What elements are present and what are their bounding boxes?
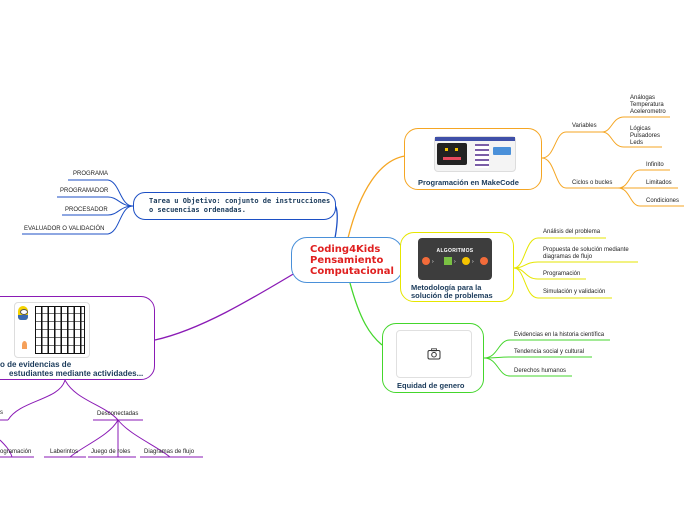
algoritmos-end-icon bbox=[480, 257, 488, 265]
equidad-image-placeholder bbox=[396, 330, 472, 378]
central-topic[interactable]: Coding4Kids Pensamiento Computacional bbox=[291, 237, 403, 283]
link-center-evidencias bbox=[154, 269, 301, 341]
tarea-title-line1: Tarea u Objetivo: conjunto de instruccio… bbox=[149, 197, 331, 205]
tarea-topic[interactable]: Tarea u Objetivo: conjunto de instruccio… bbox=[133, 192, 336, 220]
camera-icon bbox=[427, 348, 441, 360]
equidad-item-tendencia[interactable]: Tendencia social y cultural bbox=[514, 349, 585, 355]
variables-leds[interactable]: Leds bbox=[630, 140, 644, 146]
desconectadas-laberintos[interactable]: Laberintos bbox=[50, 449, 79, 455]
minion-icon bbox=[18, 306, 28, 320]
desconectadas-diagramas[interactable]: Diagramas de flujo bbox=[144, 449, 195, 455]
tarea-item-procesador[interactable]: PROCESADOR bbox=[65, 207, 108, 213]
equidad-item-historia[interactable]: Evidencias en la historia científica bbox=[514, 332, 605, 338]
makecode-block-list bbox=[475, 144, 489, 168]
central-topic-line1: Coding4Kids bbox=[310, 244, 381, 255]
variables-acelerometro[interactable]: Acelerometro bbox=[630, 109, 666, 115]
link-center-makecode bbox=[347, 155, 406, 239]
evidencias-title-line2: estudiantes mediante actividades... bbox=[9, 369, 144, 378]
metodologia-item-simulacion[interactable]: Simulación y validación bbox=[543, 289, 606, 295]
algoritmos-card-title: ALGORITMOS bbox=[436, 248, 474, 254]
metodologia-item-analisis[interactable]: Análisis del problema bbox=[543, 229, 601, 235]
makecode-code-block bbox=[493, 147, 511, 155]
desconectadas-juego-roles[interactable]: Juego de roles bbox=[91, 449, 131, 455]
variables-logicas[interactable]: Lógicas bbox=[630, 126, 651, 132]
microbit-board bbox=[437, 143, 467, 165]
central-topic-line3: Computacional bbox=[310, 266, 394, 277]
equidad-title: Equidad de genero bbox=[397, 381, 465, 390]
variables-analogas[interactable]: Análogas bbox=[630, 95, 656, 101]
desconectadas-label[interactable]: Desconectadas bbox=[97, 411, 139, 417]
metodologia-item-programacion[interactable]: Programación bbox=[543, 271, 581, 277]
maze-image bbox=[14, 302, 90, 358]
ciclos-label[interactable]: Ciclos o bucles bbox=[572, 180, 613, 186]
algoritmos-decision-icon bbox=[462, 257, 470, 265]
evidencias-left-leaf[interactable]: ogramación bbox=[0, 449, 32, 455]
ciclos-condiciones[interactable]: Condiciones bbox=[646, 198, 680, 204]
metodologia-item-propuesta[interactable]: Propuesta de solución mediante diagramas… bbox=[543, 247, 629, 260]
algoritmos-start-icon bbox=[422, 257, 430, 265]
ciclos-infinito[interactable]: Infinito bbox=[646, 162, 664, 168]
makecode-title: Programación en MakeCode bbox=[418, 178, 519, 187]
evidencias-left-branch[interactable]: s bbox=[0, 410, 3, 416]
ice-cream-icon bbox=[22, 341, 27, 349]
algoritmos-process-icon bbox=[444, 257, 452, 265]
makecode-toolbar bbox=[435, 137, 515, 141]
central-topic-line2: Pensamiento bbox=[310, 255, 384, 266]
tarea-item-programador[interactable]: PROGRAMADOR bbox=[60, 188, 109, 194]
metodologia-title-line1: Metodología para la bbox=[411, 283, 482, 292]
variables-pulsadores[interactable]: Pulsadores bbox=[630, 133, 661, 139]
tarea-item-programa[interactable]: PROGRAMA bbox=[73, 171, 109, 177]
variables-label[interactable]: Variables bbox=[572, 123, 597, 129]
equidad-item-derechos[interactable]: Derechos humanos bbox=[514, 368, 567, 374]
metodologia-title-line2: solución de problemas bbox=[411, 291, 493, 300]
ciclos-limitados[interactable]: Limitados bbox=[646, 180, 672, 186]
link-center-equidad bbox=[349, 282, 383, 346]
tarea-item-evaluador[interactable]: EVALUADOR O VALIDACIÓN bbox=[24, 226, 105, 232]
tarea-title-line2: o secuencias ordenadas. bbox=[149, 206, 246, 214]
algoritmos-card-image: ALGORITMOS › › › bbox=[418, 238, 492, 280]
maze-grid bbox=[35, 306, 85, 354]
makecode-screenshot-image bbox=[434, 136, 516, 172]
evidencias-title-line1: o de evidencias de bbox=[0, 360, 72, 369]
variables-temperatura[interactable]: Temperatura bbox=[630, 102, 664, 108]
